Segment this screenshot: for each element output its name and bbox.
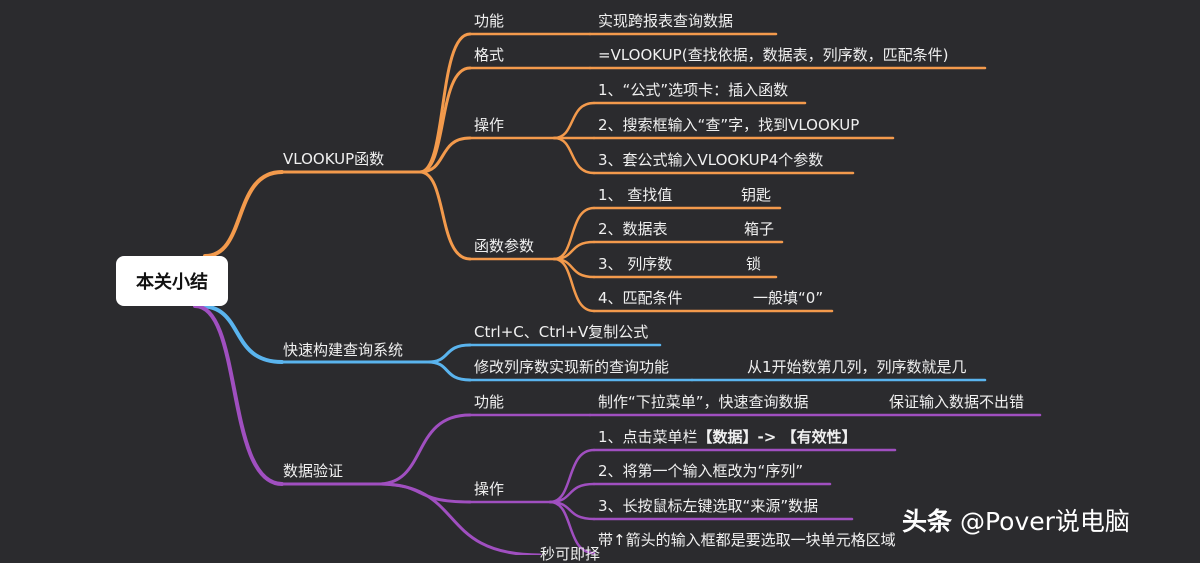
quick-to-modify [426, 360, 472, 382]
operation-to-step1 [552, 101, 596, 140]
vlookup-function-node[interactable]: 功能 [474, 12, 505, 30]
params-to-item-3 [552, 257, 596, 313]
validation-extra-node[interactable]: 秒可即择 [540, 545, 601, 563]
validation-function-note[interactable]: 保证输入数据不出错 [889, 393, 1025, 411]
validation-step-1-text: 1、点击菜单栏 [598, 428, 698, 446]
param-lookup-value-note[interactable]: 钥匙 [741, 186, 772, 204]
watermark-handle: @Pover说电脑 [959, 507, 1130, 536]
validation-step-1-bold: 【数据】-> 【有效性】 [697, 428, 857, 446]
validation-function-node[interactable]: 功能 [474, 393, 505, 411]
voperation-to-step-3 [548, 500, 596, 555]
voperation-to-step-0 [548, 448, 596, 504]
validation-step-2[interactable]: 2、将第一个输入框改为“序列” [598, 462, 804, 480]
watermark-brand: 头条 [902, 507, 953, 536]
vlookup-to-format [418, 66, 472, 174]
vlookup-to-params [418, 170, 472, 261]
param-match-type-note[interactable]: 一般填“0” [753, 289, 824, 307]
validation-to-extra [376, 482, 542, 555]
root-node[interactable]: 本关小结 [116, 256, 228, 306]
watermark: 头条 @Pover说电脑 [902, 502, 1130, 538]
validation-step-3[interactable]: 3、长按鼠标左键选取“来源”数据 [598, 497, 819, 515]
quick-modify-col[interactable]: 修改列序数实现新的查询功能 [474, 358, 670, 376]
param-lookup-value[interactable]: 1、 查找值 [598, 186, 673, 204]
validation-to-function [376, 413, 472, 486]
validation-step-1[interactable]: 1、点击菜单栏【数据】-> 【有效性】 [598, 428, 857, 446]
param-table[interactable]: 2、数据表 [598, 220, 668, 238]
vlookup-function-desc[interactable]: 实现跨报表查询数据 [598, 12, 734, 30]
vlookup-to-operation [418, 136, 472, 174]
param-match-type[interactable]: 4、匹配条件 [598, 289, 683, 307]
vlookup-params-node[interactable]: 函数参数 [474, 237, 535, 255]
validation-step-4[interactable]: 带↑箭头的输入框都是要选取一块单元格区域 [598, 531, 896, 549]
root-to-vlookup [203, 170, 284, 258]
vlookup-format-desc[interactable]: =VLOOKUP(查找依据，数据表，列序数，匹配条件) [598, 46, 949, 64]
validation-function-desc[interactable]: 制作“下拉菜单”，快速查询数据 [598, 393, 809, 411]
param-col-index[interactable]: 3、 列序数 [598, 255, 673, 273]
branch-data-validation[interactable]: 数据验证 [283, 462, 344, 480]
params-to-item-0 [552, 206, 596, 261]
root-to-quick [198, 304, 284, 364]
param-col-index-note[interactable]: 锁 [746, 255, 762, 273]
root-to-validation [193, 304, 284, 486]
validation-operation-node[interactable]: 操作 [474, 480, 505, 498]
branch-quick-build[interactable]: 快速构建查询系统 [283, 341, 404, 359]
branch-vlookup[interactable]: VLOOKUP函数 [283, 150, 385, 168]
vlookup-step-2[interactable]: 2、搜索框输入“查”字，找到VLOOKUP [598, 116, 860, 134]
vlookup-step-1[interactable]: 1、“公式”选项卡：插入函数 [598, 81, 789, 99]
param-table-note[interactable]: 箱子 [744, 220, 775, 238]
operation-to-step3 [552, 136, 596, 175]
vlookup-step-3[interactable]: 3、套公式输入VLOOKUP4个参数 [598, 151, 824, 169]
quick-copy-formula[interactable]: Ctrl+C、Ctrl+V复制公式 [474, 323, 649, 341]
vlookup-format-node[interactable]: 格式 [474, 46, 505, 64]
vlookup-operation-node[interactable]: 操作 [474, 116, 505, 134]
quick-to-copy [426, 343, 472, 364]
quick-modify-col-note[interactable]: 从1开始数第几列，列序数就是几 [747, 358, 967, 376]
